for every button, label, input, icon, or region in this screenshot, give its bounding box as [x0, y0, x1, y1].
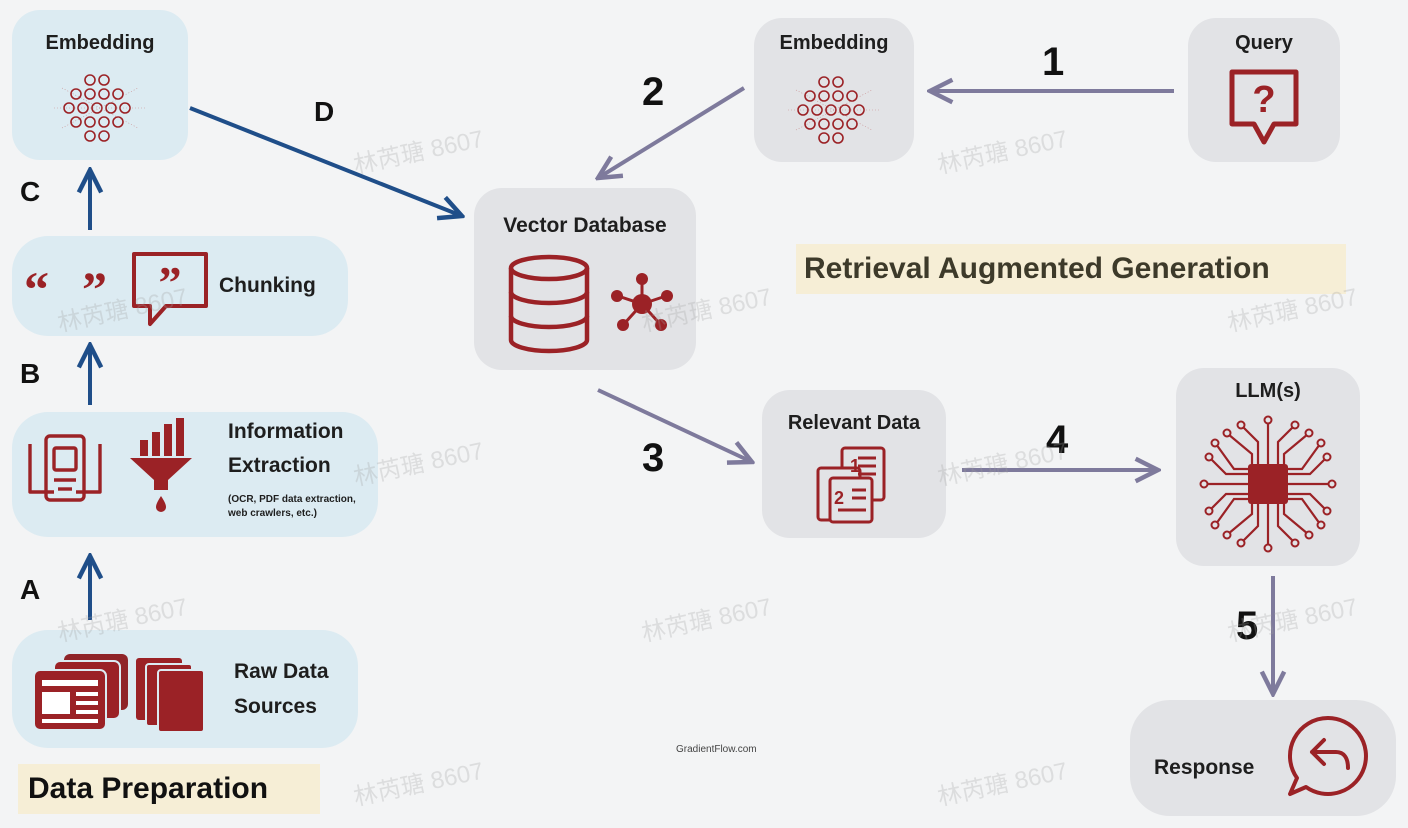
information-label-line2: Extraction [228, 454, 331, 477]
chunking-label: Chunking [219, 274, 316, 297]
filter-funnel-icon [130, 418, 192, 512]
vector-nodes-icon [611, 273, 673, 331]
step-number-5: 5 [1236, 604, 1259, 648]
llm-label: LLM(s) [1235, 380, 1301, 402]
neural-network-rag-icon [788, 76, 880, 144]
embedding-prep-label: Embedding [45, 32, 155, 54]
information-extraction-node: Information Extraction (OCR, PDF data ex… [12, 412, 378, 537]
svg-text:”: ” [159, 257, 182, 308]
doc-rank-1: 1 [850, 456, 860, 476]
arrow-3 [597, 388, 752, 462]
raw-data-label-line2: Sources [234, 695, 317, 718]
response-label: Response [1154, 756, 1255, 779]
data-preparation-title: Data Preparation [28, 772, 269, 805]
embedding-prep-node: Embedding [12, 10, 188, 160]
raw-data-sources-node: Raw Data Sources [12, 630, 358, 748]
open-quote-icon: “ [24, 261, 49, 317]
step-letter-b: B [20, 358, 41, 389]
credit-label: GradientFlow.com [676, 744, 757, 755]
vector-database-node: Vector Database [474, 188, 696, 370]
step-number-1: 1 [1042, 40, 1065, 84]
arrow-d [189, 106, 462, 216]
chip-circuit-icon [1199, 415, 1337, 553]
svg-text:?: ? [1252, 79, 1275, 121]
extraction-note-line2: web crawlers, etc.) [228, 508, 317, 519]
step-letter-d: D [314, 96, 335, 127]
ranked-documents-icon: 1 2 [816, 446, 886, 524]
step-number-2: 2 [642, 70, 665, 114]
neural-network-icon [54, 74, 146, 142]
query-label: Query [1235, 32, 1293, 54]
question-bubble-icon: ? [1229, 69, 1299, 145]
step-number-3: 3 [642, 436, 665, 480]
embedding-rag-label: Embedding [779, 32, 889, 54]
vector-database-label: Vector Database [503, 214, 667, 237]
data-preparation-title-bar: Data Preparation [18, 764, 320, 814]
raw-data-label-line1: Raw Data [234, 660, 329, 683]
information-label-line1: Information [228, 420, 344, 443]
speech-bubble-quote-icon: ” [132, 252, 208, 326]
rag-title: Retrieval Augmented Generation [804, 252, 1270, 285]
embedding-rag-node: Embedding [754, 18, 914, 162]
database-cylinder-icon [508, 254, 590, 354]
chunking-node: “ ” ” Chunking [12, 236, 348, 336]
folder-stack-icon [136, 658, 205, 733]
response-node: Response [1130, 700, 1396, 816]
arrow-2 [598, 86, 746, 178]
doc-rank-2: 2 [834, 488, 844, 508]
relevant-data-node: Relevant Data 1 2 [762, 390, 946, 538]
newspaper-stack-icon [33, 654, 128, 731]
reply-bubble-icon [1287, 716, 1368, 796]
rag-title-bar: Retrieval Augmented Generation [796, 244, 1346, 294]
step-letter-c: C [20, 176, 41, 207]
step-number-4: 4 [1046, 418, 1069, 462]
close-quote-icon: ” [82, 261, 107, 317]
relevant-data-label: Relevant Data [787, 412, 921, 434]
query-node: Query ? [1188, 18, 1340, 162]
extraction-note-line1: (OCR, PDF data extraction, [228, 494, 356, 505]
document-scan-icon [28, 434, 102, 502]
step-letter-a: A [20, 574, 41, 605]
llm-node: LLM(s) [1176, 368, 1360, 566]
